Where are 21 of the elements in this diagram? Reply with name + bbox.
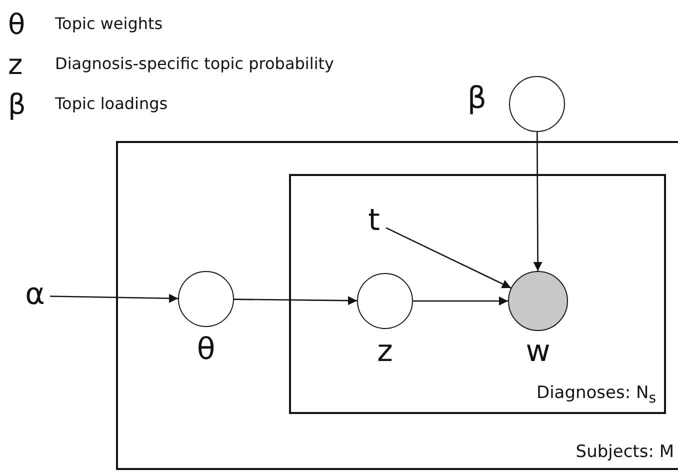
plate-frame [289, 174, 666, 414]
variable-symbol: α [20, 278, 50, 314]
variable-label: z [376, 335, 394, 371]
symbol-label: θ [8, 10, 26, 40]
variable-label: β [466, 82, 488, 118]
definition-text: Topic loadings [55, 94, 168, 114]
arrow [533, 132, 542, 271]
plate-label: Subjects: M [576, 442, 674, 462]
plate-frame [116, 141, 678, 470]
variable-symbol: t [362, 204, 386, 240]
plate-label: Diagnoses: N$_{s}$ [536, 382, 656, 406]
definition-text: Diagnosis-specific topic probability [55, 54, 334, 74]
arrow [50, 294, 178, 303]
arrow [234, 296, 357, 306]
symbol-label: β [8, 90, 26, 120]
arrow [413, 296, 508, 306]
symbol-label: z [8, 50, 23, 80]
variable-label: w [524, 335, 552, 371]
variable-label: θ [196, 333, 216, 369]
arrow [386, 227, 512, 289]
definition-text: Topic weights [55, 14, 163, 34]
